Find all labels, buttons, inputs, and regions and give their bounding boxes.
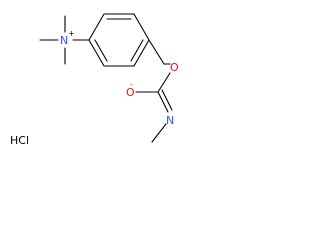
molecule-structure: N + O O - N HCl — [10, 13, 179, 147]
charge-minus: - — [130, 80, 133, 89]
bond-c-n-1 — [157, 91, 169, 113]
bond-n-methyl — [151, 123, 167, 143]
ring-bond-4 — [133, 39, 150, 67]
atom-n-ammonium: N — [60, 34, 68, 47]
bond-o-c — [157, 72, 171, 93]
bond-c-n-2 — [161, 89, 173, 111]
ring-double-2 — [130, 39, 144, 62]
ring-bond-3 — [133, 13, 150, 41]
charge-plus: + — [68, 29, 75, 38]
atom-o-ester: O — [170, 61, 179, 74]
atom-o-carbonyl: O — [126, 86, 135, 99]
ring-double-3 — [94, 39, 108, 62]
bond-ring-ch2 — [148, 39, 165, 65]
ring-bond-6 — [88, 39, 105, 67]
ring-bond-1 — [88, 13, 105, 41]
atom-n-amide: N — [166, 114, 174, 127]
salt-label: HCl — [10, 134, 29, 147]
